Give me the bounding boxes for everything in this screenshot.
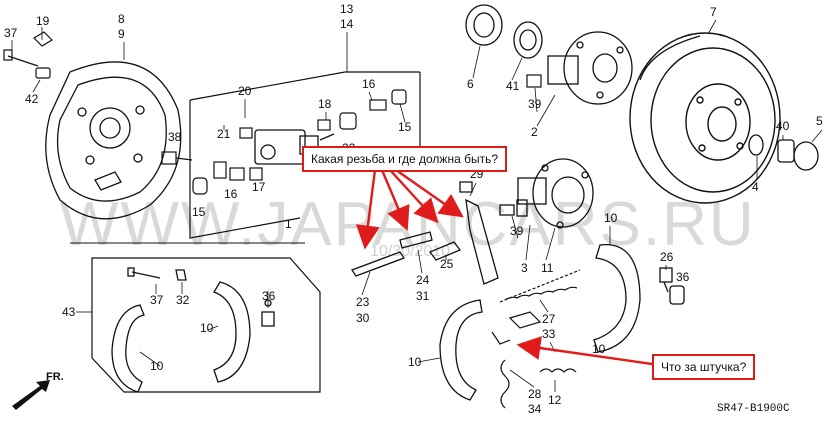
part-label: 10 bbox=[408, 355, 422, 369]
callout-arrow-part bbox=[516, 336, 653, 366]
callout-part-question: Что за штучка? bbox=[652, 354, 756, 380]
part-label: 3 bbox=[521, 261, 528, 275]
part-number-labels: 19 37 42 8 9 38 13 14 20 21 18 16 15 22 … bbox=[4, 2, 823, 416]
part-label: 28 bbox=[528, 387, 542, 401]
part-label: 27 bbox=[542, 312, 556, 326]
part-label: 40 bbox=[776, 119, 790, 133]
hub-2 bbox=[547, 31, 633, 105]
wheel-cylinder-box bbox=[189, 71, 421, 239]
part-label: 17 bbox=[252, 180, 266, 194]
part-label: 37 bbox=[4, 26, 18, 40]
front-direction-arrow: FR. bbox=[12, 371, 64, 410]
shoe-set-box bbox=[91, 257, 321, 393]
part-label: 38 bbox=[168, 130, 182, 144]
part-label: 39 bbox=[528, 97, 542, 111]
backing-plate bbox=[45, 61, 182, 220]
part-label: 11 bbox=[541, 261, 554, 275]
part-label: 42 bbox=[25, 92, 39, 106]
part-label: 20 bbox=[238, 84, 252, 98]
part-label: 9 bbox=[118, 27, 125, 41]
part-label: 12 bbox=[548, 393, 562, 407]
part-label: 10 bbox=[150, 359, 164, 373]
part-label: 43 bbox=[62, 305, 76, 319]
part-label: 41 bbox=[506, 79, 520, 93]
part-label: 2 bbox=[531, 125, 538, 139]
part-label: 10 bbox=[592, 342, 606, 356]
hub-assembly bbox=[499, 158, 594, 229]
part-label: 10 bbox=[604, 211, 618, 225]
shoe-set-parts bbox=[111, 267, 275, 393]
brake-drum bbox=[629, 32, 781, 204]
bolt-37-42 bbox=[3, 31, 53, 79]
part-label: 36 bbox=[676, 270, 690, 284]
part-label: 26 bbox=[660, 250, 674, 264]
part-label: 10 bbox=[200, 321, 214, 335]
part-label: 15 bbox=[192, 205, 206, 219]
part-label: 14 bbox=[340, 17, 354, 31]
part-label: 1 bbox=[285, 217, 292, 231]
part-label: 16 bbox=[224, 187, 238, 201]
washer-nut-cap bbox=[748, 134, 819, 171]
bearing-41 bbox=[513, 21, 543, 59]
part-label: 21 bbox=[217, 127, 231, 141]
callout-arrows-thread bbox=[355, 169, 464, 250]
part-label: 34 bbox=[528, 402, 542, 416]
part-label: 39 bbox=[510, 224, 524, 238]
part-label: 6 bbox=[467, 77, 474, 91]
diagram-code: SR47-B1900C bbox=[717, 403, 790, 415]
part-label: 8 bbox=[118, 12, 125, 26]
leader-lines bbox=[11, 19, 823, 392]
part-label: 36 bbox=[262, 289, 276, 303]
part-label: 4 bbox=[752, 180, 759, 194]
part-label: 18 bbox=[318, 97, 332, 111]
oil-seal-6 bbox=[465, 4, 503, 46]
part-label: 30 bbox=[356, 311, 370, 325]
part-label: 37 bbox=[150, 293, 164, 307]
springs bbox=[491, 269, 581, 409]
hub-bolt-39 bbox=[526, 74, 542, 88]
part-label: 23 bbox=[356, 295, 370, 309]
part-label: 16 bbox=[362, 77, 376, 91]
brake-shoe-center bbox=[439, 299, 483, 401]
part-label: 5 bbox=[816, 114, 823, 128]
cylinder-small-parts bbox=[192, 89, 407, 195]
part-label: 13 bbox=[340, 2, 354, 16]
front-direction-label: FR. bbox=[46, 371, 64, 383]
bolt-38 bbox=[161, 151, 193, 165]
part-label: 24 bbox=[416, 273, 430, 287]
part-label: 15 bbox=[398, 120, 412, 134]
part-label: 25 bbox=[440, 257, 454, 271]
part-label: 19 bbox=[36, 14, 50, 28]
part-label: 33 bbox=[542, 327, 556, 341]
part-label: 7 bbox=[710, 5, 717, 19]
part-label: 31 bbox=[416, 289, 430, 303]
callout-thread-question: Какая резьба и где должна быть? bbox=[302, 146, 508, 172]
part-label: 32 bbox=[176, 293, 190, 307]
